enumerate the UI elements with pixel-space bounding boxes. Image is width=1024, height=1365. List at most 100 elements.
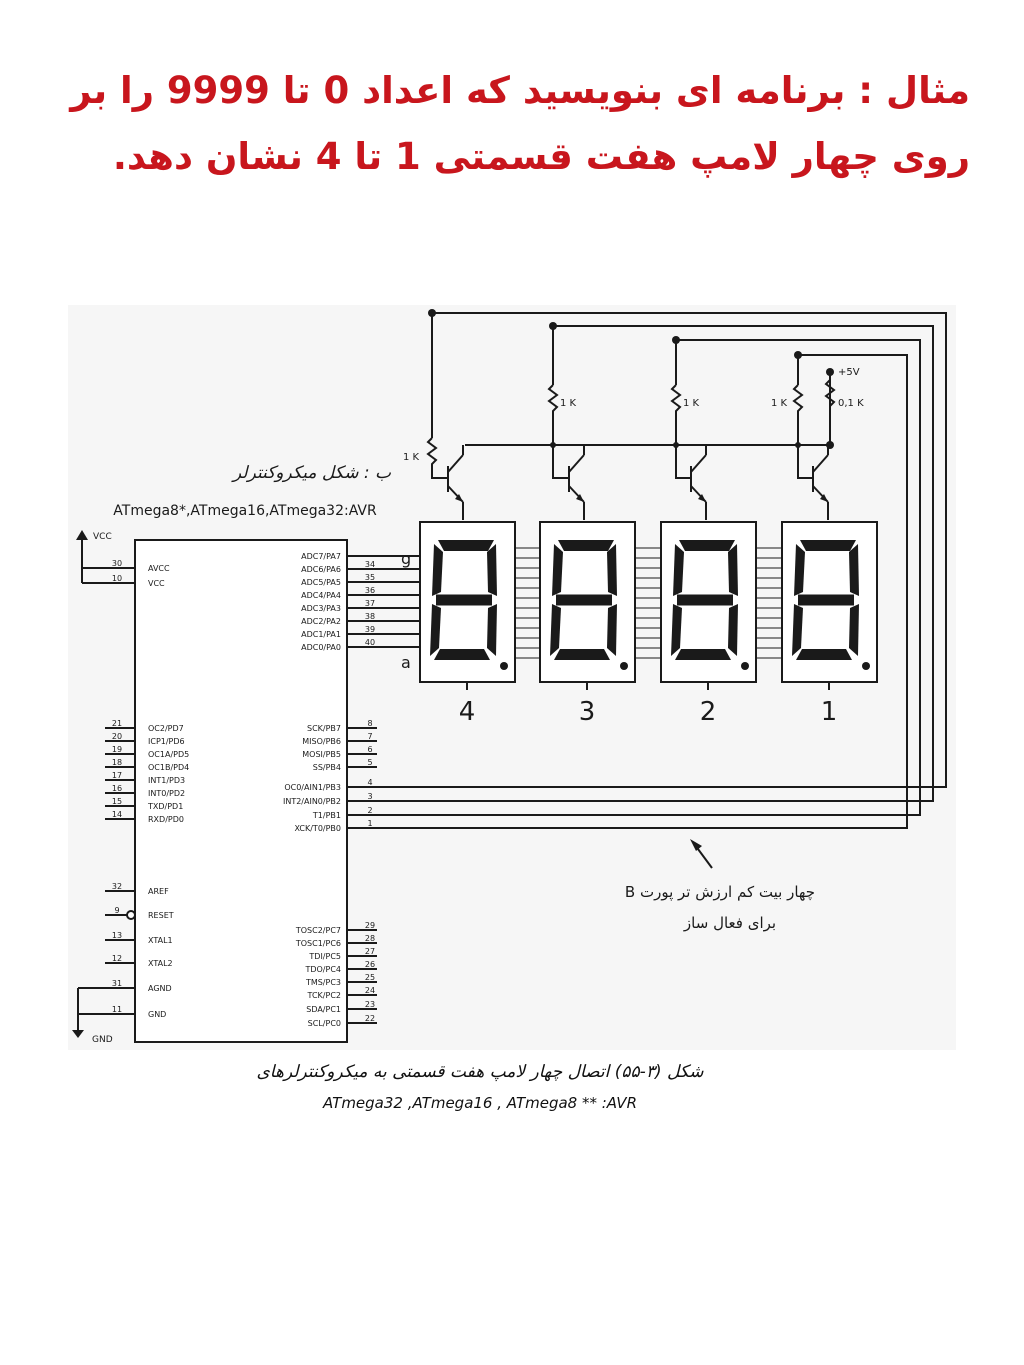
segment-a-label: a [401, 653, 411, 672]
right-pin-name: ADC7/PA7 [301, 552, 341, 561]
mcu-heading: ب : شکل میکروکنترلر [231, 463, 391, 483]
segment-g-label: g [401, 549, 411, 568]
resistor-r1 [792, 384, 812, 479]
right-pin-name: ADC4/PA4 [301, 591, 341, 600]
seven-segment-display [419, 521, 516, 690]
right-pin-name: TMS/PC3 [305, 978, 341, 987]
mcu-models: ATmega8*,ATmega16,ATmega32:AVR [113, 503, 377, 519]
seven-segment-display [539, 521, 636, 690]
left-pin-name: GND [148, 1010, 166, 1019]
resistor-r4 [426, 437, 448, 479]
left-pin-name: INT1/PD3 [148, 776, 185, 785]
display-number: 2 [700, 697, 717, 727]
right-pin-name: TDI/PC5 [308, 952, 341, 961]
pb2-line [347, 325, 934, 802]
left-pin-number: 14 [112, 810, 122, 819]
right-pin-number: 3 [367, 792, 372, 801]
port-note-line-2: برای فعال ساز [683, 914, 776, 932]
right-pin-number: 39 [365, 625, 375, 634]
right-pin-name: ADC0/PA0 [301, 643, 341, 652]
left-pin-number: 11 [112, 1005, 122, 1014]
decimal-point [500, 662, 508, 670]
seven-segment-display [660, 521, 757, 690]
right-pin-number: 36 [365, 586, 375, 595]
right-pin-number: 35 [365, 573, 375, 582]
left-pin-name: TXD/PD1 [147, 802, 183, 811]
caption-line-1: شکل (۳-۵۵) اتصال چهار لامپ هفت قسمتی به … [256, 1062, 704, 1082]
right-pin-number: 2 [367, 806, 372, 815]
left-pin-number: 10 [112, 574, 122, 583]
caption-line-2: ATmega32 ,ATmega16 , ATmega8 ** :AVR [322, 1094, 637, 1112]
right-pin-number: 34 [365, 560, 375, 569]
right-pin-name: TDO/PC4 [304, 965, 341, 974]
title-line-2: روی چهار لامپ هفت قسمتی 1 تا 4 نشان دهد. [112, 135, 970, 178]
right-pin-number: 6 [367, 745, 372, 754]
r1-label: 1 K [771, 398, 788, 409]
left-pin-number: 17 [112, 771, 122, 780]
right-pin-number: 1 [367, 819, 372, 828]
right-pin-name: MOSI/PB5 [302, 750, 341, 759]
right-pin-number: 24 [365, 986, 375, 995]
right-pin-name: ADC1/PA1 [301, 630, 341, 639]
left-pin-number: 18 [112, 758, 122, 767]
page-title: مثال : برنامه ای بنویسید که اعداد 0 تا 9… [40, 58, 970, 190]
title-line-1: مثال : برنامه ای بنویسید که اعداد 0 تا 9… [70, 69, 970, 112]
left-pin-number: 30 [112, 559, 122, 568]
left-pin-name: AREF [148, 887, 169, 896]
segment-group [550, 540, 628, 670]
gnd-symbol [72, 1030, 84, 1038]
pb3-line [347, 312, 947, 788]
right-pin-name: SS/PB4 [313, 763, 341, 772]
gnd-label: GND [92, 1035, 113, 1045]
right-pin-number: 5 [367, 758, 372, 767]
left-pin-number: 16 [112, 784, 122, 793]
right-pin-number: 38 [365, 612, 375, 621]
mcu-chip [134, 539, 348, 1043]
resistor-r2 [670, 384, 690, 479]
right-pin-name: SDA/PC1 [306, 1005, 341, 1014]
vcc-arrow [76, 530, 88, 540]
seven-segment-display [781, 521, 878, 690]
left-pin-name: OC1B/PD4 [148, 763, 189, 772]
r3-label: 1 K [560, 398, 577, 409]
transistor [447, 445, 464, 520]
port-note-line-1: چهار بیت کم ارزش تر پورت B [625, 883, 815, 902]
resistor-r3 [547, 384, 568, 479]
transistor [690, 445, 707, 520]
right-pin-name: TCK/PC2 [307, 991, 341, 1000]
right-pin-name: TOSC1/PC6 [295, 939, 341, 948]
right-pin-number: 40 [365, 638, 375, 647]
left-pin-name: RESET [148, 911, 174, 920]
figure-caption: شکل (۳-۵۵) اتصال چهار لامپ هفت قسمتی به … [180, 1062, 780, 1112]
right-pin-number: 25 [365, 973, 375, 982]
left-pin-number: 19 [112, 745, 122, 754]
display-number: 3 [579, 697, 596, 727]
right-pin-name: ADC5/PA5 [301, 578, 341, 587]
right-pin-number: 8 [367, 719, 372, 728]
left-pin-name: ICP1/PD6 [148, 737, 185, 746]
vcc-label: VCC [93, 532, 112, 542]
right-pin-name: SCK/PB7 [307, 724, 341, 733]
pb0-line [347, 354, 908, 829]
right-pin-number: 26 [365, 960, 375, 969]
right-pin-name: ADC6/PA6 [301, 565, 341, 574]
right-pin-number: 29 [365, 921, 375, 930]
pb1-line [347, 339, 921, 816]
right-pin-name: MISO/PB6 [302, 737, 341, 746]
left-pin-name: VCC [148, 579, 165, 588]
left-pin-name: XTAL1 [148, 936, 173, 945]
left-pin-number: 32 [112, 882, 122, 891]
left-pin-number: 21 [112, 719, 122, 728]
r01k-label: 0,1 K [838, 398, 864, 409]
left-pin-name: RXD/PD0 [148, 815, 184, 824]
right-pin-name: XCK/T0/PB0 [295, 824, 342, 833]
right-pin-number: 27 [365, 947, 375, 956]
left-pin-number: 20 [112, 732, 122, 741]
right-pin-number: 22 [365, 1014, 375, 1023]
reset-bubble [126, 910, 136, 920]
left-pin-name: INT0/PD2 [148, 789, 185, 798]
display-number: 1 [821, 697, 838, 727]
segment-group [792, 540, 870, 670]
decimal-point [620, 662, 628, 670]
